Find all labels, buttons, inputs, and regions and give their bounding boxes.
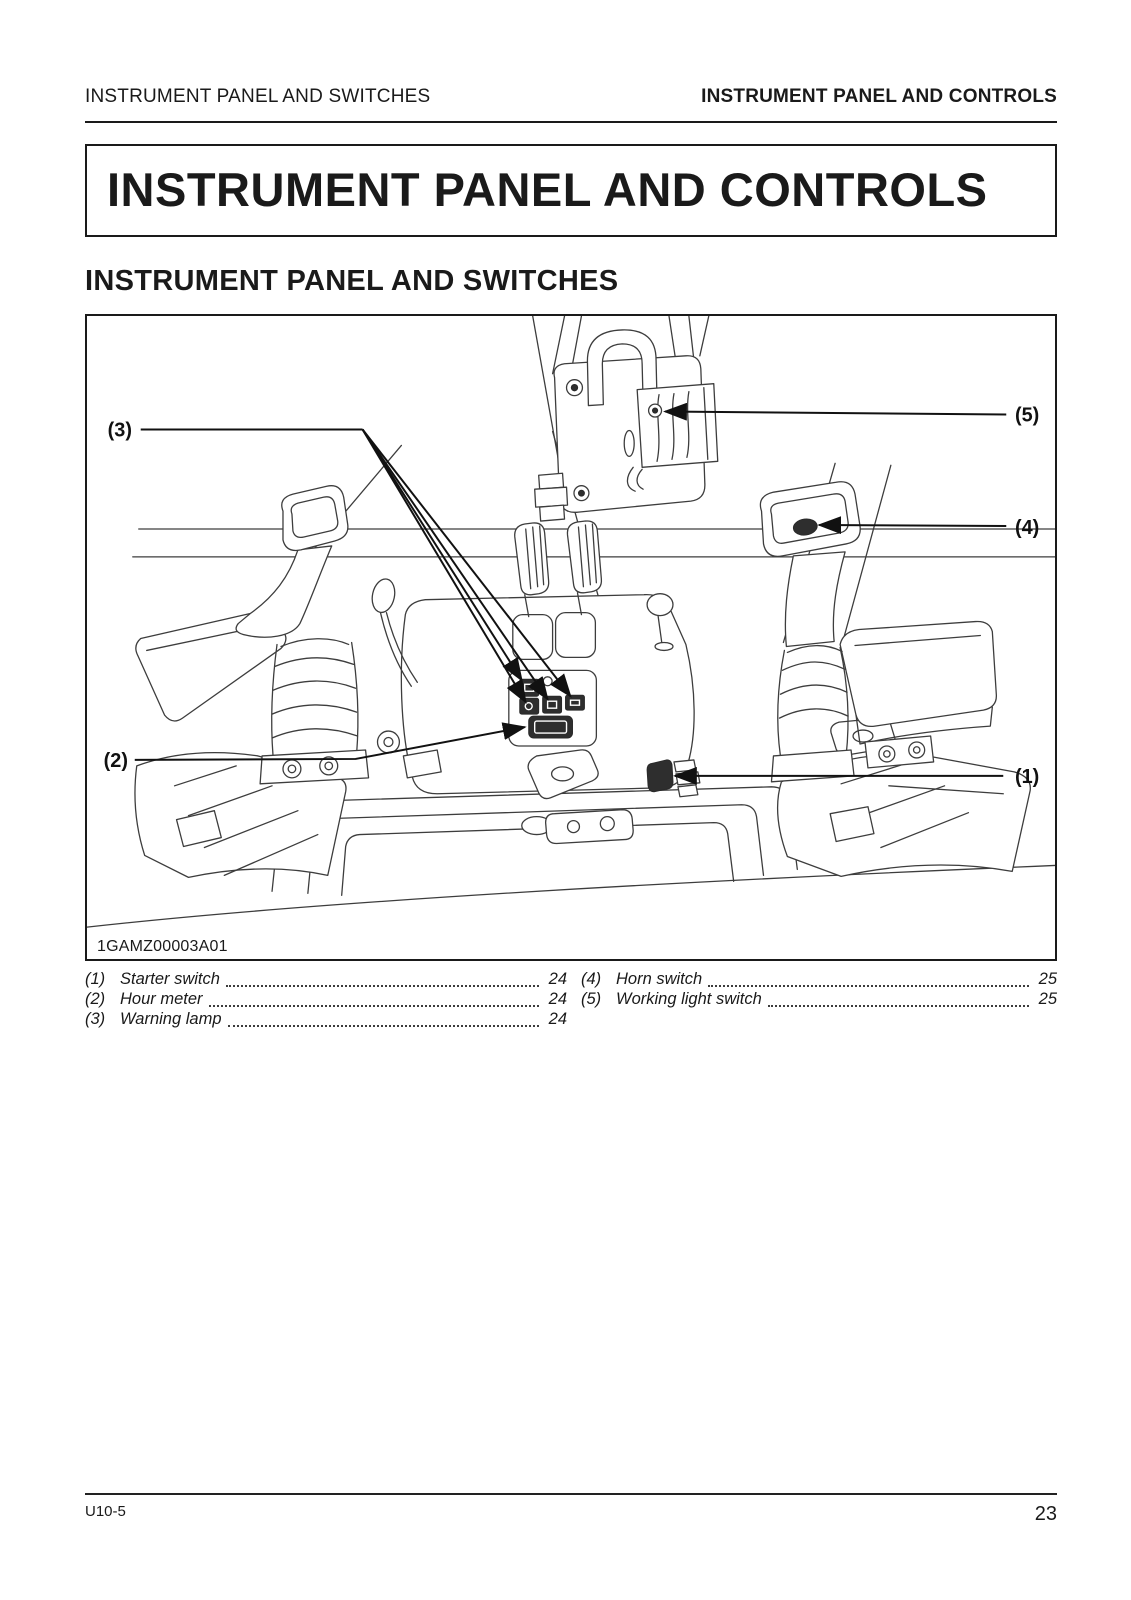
callout-label-2: (2) [104,750,128,772]
legend-label: Horn switch [616,970,703,989]
legend-num: (4) [581,970,602,989]
running-header: INSTRUMENT PANEL AND SWITCHES INSTRUMENT… [85,86,1057,123]
page-content: INSTRUMENT PANEL AND SWITCHES INSTRUMENT… [85,86,1057,1030]
boom-arm [534,316,719,522]
figure-legend: (1) Starter switch 24 (2) Hour meter 24 … [85,970,1057,1030]
legend-page-ref: 25 [1038,970,1057,989]
legend-row: (3) Warning lamp 24 [85,1010,567,1030]
floor-latch [521,809,634,845]
figure: (3) (2) (5) (4) (1) 1GAMZ00003A01 [85,314,1057,962]
travel-levers [514,520,603,618]
legend-column-left: (1) Starter switch 24 (2) Hour meter 24 … [85,970,567,1030]
legend-row: (4) Horn switch 25 [581,970,1057,990]
legend-num: (5) [581,990,602,1009]
left-joystick [135,485,418,785]
legend-row: (2) Hour meter 24 [85,990,567,1010]
legend-page-ref: 24 [548,970,567,989]
header-right: INSTRUMENT PANEL AND CONTROLS [701,86,1057,107]
legend-page-ref: 25 [1038,990,1057,1009]
right-joystick [759,481,997,783]
left-bellows [259,638,370,785]
aux-lever [371,578,418,687]
chapter-title-box: INSTRUMENT PANEL AND CONTROLS [85,144,1057,238]
footer-page-number: 23 [1034,1503,1057,1525]
header-left: INSTRUMENT PANEL AND SWITCHES [85,86,431,107]
dot-leader [708,985,1029,988]
switch-panel [508,669,598,747]
callout-lines [134,402,1007,785]
callout-label-4: (4) [1015,517,1039,539]
legend-page-ref: 24 [548,990,567,1009]
legend-label: Hour meter [120,990,203,1009]
legend-num: (1) [85,970,106,989]
left-fender [134,752,347,879]
callout-label-1: (1) [1015,766,1039,788]
legend-num: (3) [85,1010,106,1029]
callout-label-3: (3) [108,419,132,441]
horn-switch [792,518,818,536]
center-console [376,520,695,800]
legend-label: Working light switch [616,990,762,1009]
hour-meter [528,715,573,739]
footer-model-code: U10-5 [85,1503,126,1520]
callout-label-5: (5) [1015,405,1039,427]
right-bellows [770,644,855,783]
dot-leader [208,1005,539,1008]
dot-leader [227,1025,539,1028]
legend-label: Starter switch [120,970,220,989]
section-heading: INSTRUMENT PANEL AND SWITCHES [85,265,619,298]
legend-row: (1) Starter switch 24 [85,970,567,990]
legend-column-right: (4) Horn switch 25 (5) Working light swi… [581,970,1057,1030]
dot-leader [767,1005,1029,1008]
page-title: INSTRUMENT PANEL AND CONTROLS [107,163,988,216]
dot-leader [225,985,539,988]
working-light [626,383,719,492]
console-knob [646,593,674,652]
figure-code: 1GAMZ00003A01 [94,938,231,957]
legend-row: (5) Working light switch 25 [581,990,1057,1010]
legend-num: (2) [85,990,106,1009]
legend-label: Warning lamp [120,1010,222,1029]
figure-drawing: (3) (2) (5) (4) (1) [87,316,1055,928]
legend-page-ref: 24 [548,1010,567,1029]
running-footer: U10-5 23 [85,1493,1057,1526]
